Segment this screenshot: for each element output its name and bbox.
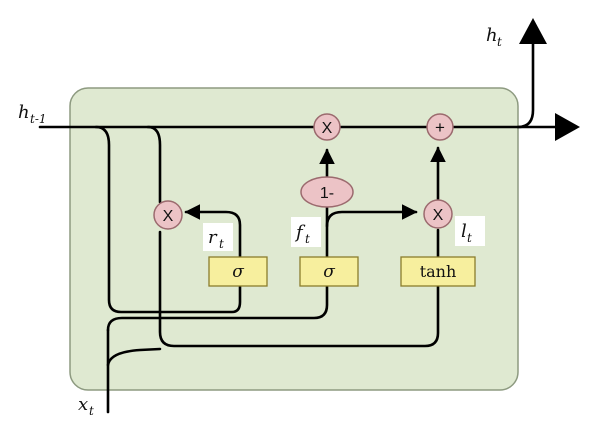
h-prev-sub: t-1 — [30, 112, 47, 126]
svg-text:t: t — [497, 35, 502, 49]
sigma-reset-gate: σ — [208, 256, 268, 287]
h-branch-2 — [146, 125, 162, 204]
connections — [38, 40, 557, 414]
add-top-node: + — [426, 113, 454, 141]
h-branch-2-low — [158, 230, 440, 348]
output-branch-line — [516, 40, 535, 129]
add-top-symbol: + — [435, 118, 445, 137]
x-in-sub: t — [89, 404, 94, 418]
svg-text:x: x — [78, 394, 88, 415]
svg-text:h: h — [18, 102, 30, 123]
one-minus-symbol: 1- — [320, 185, 334, 202]
x-to-tanh — [106, 347, 162, 367]
output-arrowhead — [519, 18, 547, 44]
forget-to-candidate-multiply — [325, 204, 418, 228]
sigma-forget-gate: σ — [299, 256, 359, 287]
multiply-reset-symbol: X — [163, 208, 174, 225]
l-t-base: l — [461, 221, 467, 242]
label-h-out: h t — [486, 25, 502, 49]
r-t-base: r — [208, 227, 218, 248]
multiply-candidate-symbol: X — [433, 207, 444, 224]
svg-text:h: h — [486, 25, 498, 46]
l-t-sub: t — [467, 231, 472, 245]
main-line-arrowhead — [555, 113, 580, 141]
x-in-base: x — [78, 394, 88, 415]
label-f-t: f t — [291, 217, 321, 247]
svg-text:r: r — [208, 227, 218, 248]
f-t-sub: t — [305, 232, 310, 246]
sigma-reset-label: σ — [232, 262, 244, 282]
svg-text:t: t — [467, 231, 472, 245]
r-t-sub: t — [219, 237, 224, 251]
h-out-sub: t — [497, 35, 502, 49]
svg-text:t: t — [89, 404, 94, 418]
label-l-t: l t — [455, 216, 485, 246]
label-r-t: r t — [203, 223, 233, 251]
sigma-forget-label: σ — [323, 262, 335, 282]
multiply-reset-node: X — [153, 200, 183, 230]
tanh-gate: tanh — [400, 256, 476, 287]
h-out-base: h — [486, 25, 498, 46]
h-prev-base: h — [18, 102, 30, 123]
svg-text:t: t — [305, 232, 310, 246]
x-to-sigma-forget — [106, 284, 329, 332]
multiply-top-node: X — [313, 113, 341, 141]
svg-text:t-1: t-1 — [30, 112, 47, 126]
reset-gate-output — [184, 204, 242, 260]
label-h-prev: h t-1 — [18, 102, 47, 126]
svg-text:t: t — [219, 237, 224, 251]
label-x-in: x t — [78, 394, 94, 418]
multiply-candidate-node: X — [423, 199, 453, 229]
tanh-label: tanh — [420, 262, 457, 281]
one-minus-node: 1- — [300, 176, 354, 208]
svg-text:l: l — [461, 221, 467, 242]
multiply-top-symbol: X — [322, 120, 333, 137]
h-branch-1 — [94, 125, 242, 314]
